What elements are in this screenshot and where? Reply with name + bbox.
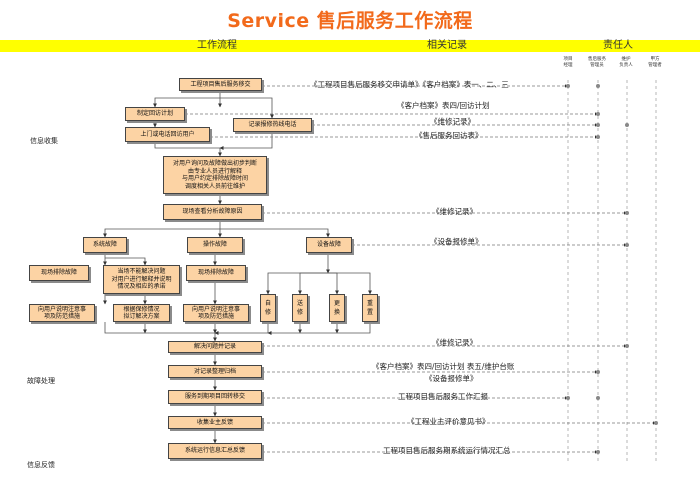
flow-arrow (298, 272, 328, 295)
header-responsibility: 责任人 (603, 40, 633, 51)
flow-arrow (105, 257, 147, 266)
flow-arrow (219, 132, 273, 150)
record-1: 《工程项目售后服务移交申请单》《客户档案》表一、二、三 (310, 80, 509, 89)
record-9: 《设备报修单》 (425, 374, 478, 383)
flow-arrow (266, 272, 328, 295)
box-op-fault: 操作故障 (187, 237, 243, 253)
box-record-call: 记录报修热线电话 (233, 118, 312, 132)
role-dot (566, 396, 570, 400)
role-service-admin: 售后服务 管理员 (588, 57, 606, 68)
record-10: 工程项目售后服务工作汇报 (398, 392, 488, 401)
flow-arrow (328, 272, 339, 295)
record-12: 工程项目售后服务期系统运行情况汇总 (383, 446, 511, 455)
box-dev-send: 送 修 (292, 294, 308, 322)
record-5: 《维修记录》 (432, 207, 477, 216)
box-dev-self: 自 修 (260, 294, 276, 322)
box-organize: 对记录整理归档 (168, 365, 262, 378)
record-4: 《售后服务回访表》 (415, 131, 483, 140)
box-expire-transfer: 服务到期项目回转移交 (168, 390, 262, 404)
page-title: Service 售后服务工作流程 (227, 10, 473, 32)
flow-arrow (153, 97, 220, 108)
role-dot (596, 450, 600, 454)
role-project-manager: 项目 经理 (563, 57, 573, 68)
box-report-plan: 根据保修情况 拟订解决方案 (113, 304, 170, 322)
role-dot (596, 112, 600, 116)
flow-arrow (214, 322, 269, 335)
header-bar (0, 40, 700, 52)
box-plan-visit: 制定回访计划 (125, 107, 185, 121)
role-dot (625, 123, 629, 127)
record-11: 《工程业主评价意见书》 (407, 417, 490, 426)
box-sys-explain: 向用户说明注意事 项及防范措施 (29, 304, 95, 322)
role-dot (625, 243, 629, 247)
stage-info-feedback: 信息反馈 (27, 461, 55, 469)
record-7: 《维修记录》 (432, 338, 477, 347)
flow-arrow (104, 322, 217, 342)
role-maintenance-lead: 维护 负责人 (619, 57, 633, 68)
role-dot (596, 84, 600, 88)
role-dot (625, 344, 629, 348)
stage-fault-handle: 故障处理 (27, 377, 55, 385)
box-op-explain: 向用户说明注意事 项及防范措施 (183, 304, 249, 322)
box-onsite: 现场查看分析故障原因 (163, 204, 262, 220)
flow-arrow (220, 97, 274, 119)
box-cannot-fix: 当场不能解决问题 对用户进行解释并说明 情况及相应的承诺 (103, 265, 180, 294)
role-dot (596, 123, 600, 127)
record-6: 《设备报修单》 (430, 237, 483, 246)
box-transfer: 工程项目售后服务移交 (179, 78, 262, 91)
box-visit: 上门或电话回访用户 (125, 127, 210, 142)
role-dot (596, 135, 600, 139)
box-resolve-record: 解决问题并记录 (168, 341, 262, 353)
box-dev-replace: 更 换 (329, 294, 345, 322)
box-op-fix: 现场排除故障 (186, 265, 246, 281)
flow-arrow (154, 142, 222, 157)
box-dev-buy: 重 置 (362, 294, 378, 322)
record-3: 《维修记录》 (430, 117, 475, 126)
box-dev-fault: 设备故障 (306, 237, 352, 253)
role-client-manager: 甲方 管理者 (648, 57, 662, 68)
role-dot (596, 396, 600, 400)
flow-arrow (328, 272, 372, 295)
role-dot (566, 84, 570, 88)
flow-arrow (220, 228, 330, 238)
flow-arrow (103, 228, 220, 238)
box-summary: 系统运行信息汇总反馈 (168, 443, 262, 459)
header-records: 相关记录 (427, 40, 467, 51)
role-dot (596, 370, 600, 374)
header-workflow: 工作流程 (197, 40, 237, 51)
stage-info-collect: 信息收集 (30, 137, 58, 145)
box-sys-fix: 现场排除故障 (29, 265, 89, 281)
role-dot (654, 421, 658, 425)
role-dot (625, 211, 629, 215)
box-sys-fault: 系统故障 (83, 237, 127, 253)
box-collect-feedback: 收集业主反馈 (168, 416, 262, 429)
record-2: 《客户档案》表四/回访计划 (397, 101, 490, 110)
box-analysis: 对用户询问及故障做出初步判断 由专业人员进行解释 与用户约定排除故障时间 调度相… (163, 156, 267, 194)
flow-arrow (267, 322, 371, 335)
record-8: 《客户档案》表四/回访计划 表五/维护台账 (372, 362, 515, 371)
